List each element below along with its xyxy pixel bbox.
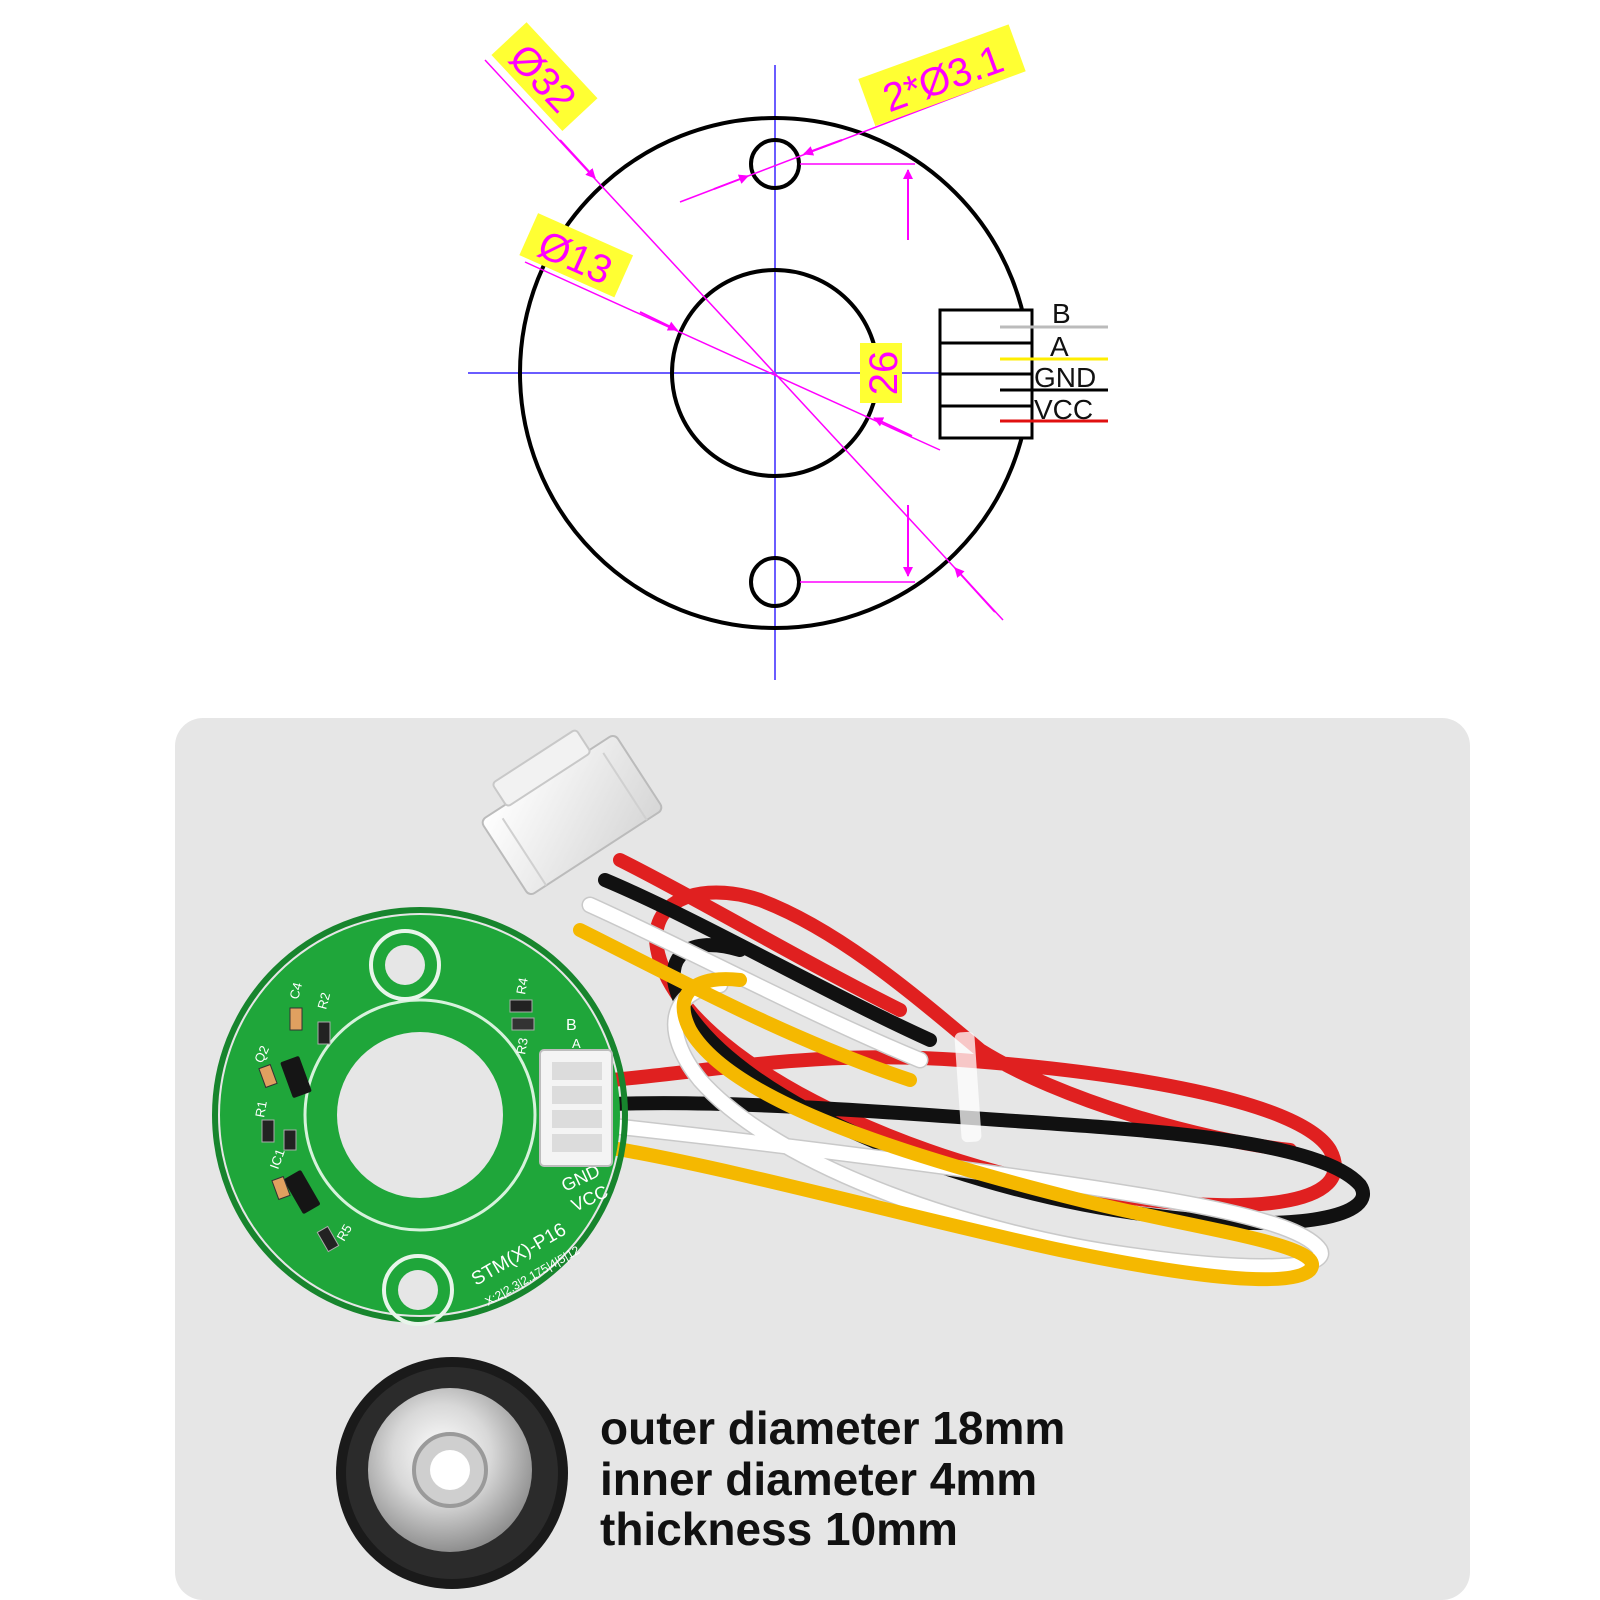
pin-label-vcc: VCC — [1034, 394, 1093, 425]
wire-black — [598, 873, 1370, 1231]
wire-red — [605, 853, 1342, 1213]
silk-part-r5: R5 — [334, 1222, 355, 1244]
pin-label-a: A — [1050, 331, 1069, 362]
dimension-drawing: B A GND VCC Ø32 Ø13 — [468, 22, 1108, 680]
encoder-pcb: C4 R2 R4 R3 Q2 R1 IC1 R5 B A GND VCC STM… — [212, 907, 628, 1326]
connector-outline — [938, 308, 1034, 440]
pin-label-gnd: GND — [1034, 362, 1096, 393]
dim-inner-leader — [524, 261, 941, 451]
wire-harness — [573, 853, 1370, 1287]
mounting-hole-bottom — [749, 556, 801, 608]
dim-outer-leader — [484, 59, 1004, 621]
magnet-spec-thickness: thickness 10mm — [600, 1503, 958, 1555]
dim-spacing-lines — [800, 163, 915, 583]
dim-spacing-label: 26 — [862, 351, 906, 396]
silk-part-r3: R3 — [513, 1037, 531, 1056]
pcb-hole-top — [385, 945, 425, 985]
magnet-ring — [336, 1357, 568, 1589]
pcb-silk-ring — [303, 998, 537, 1232]
magnet-spec-outer: outer diameter 18mm — [600, 1402, 1065, 1454]
silk-part-q2: Q2 — [251, 1043, 272, 1065]
silk-part-r4: R4 — [513, 977, 531, 996]
mounting-hole-top — [749, 138, 801, 190]
pcb-connector — [539, 1049, 613, 1167]
silk-part-r2: R2 — [314, 991, 333, 1011]
product-photo: C4 R2 R4 R3 Q2 R1 IC1 R5 B A GND VCC STM… — [175, 718, 1470, 1600]
silk-part-ic1: IC1 — [267, 1147, 288, 1171]
pin-label-b: B — [1052, 298, 1071, 329]
magnet-center-hole — [430, 1450, 470, 1490]
pcb-hole-bottom — [398, 1270, 438, 1310]
pcb-components — [258, 999, 535, 1253]
silk-part-r1: R1 — [252, 1100, 270, 1119]
connector-plug — [481, 729, 663, 896]
silk-pin-a: A — [572, 1036, 581, 1051]
wire-yellow — [573, 923, 1320, 1287]
cable-tie — [954, 1031, 982, 1143]
magnet-spec-inner: inner diameter 4mm — [600, 1453, 1037, 1505]
silk-pin-b: B — [566, 1017, 577, 1034]
pcb-center-hole — [337, 1032, 503, 1198]
pin-wire-lines — [1000, 325, 1108, 423]
silk-part-c4: C4 — [286, 981, 305, 1001]
